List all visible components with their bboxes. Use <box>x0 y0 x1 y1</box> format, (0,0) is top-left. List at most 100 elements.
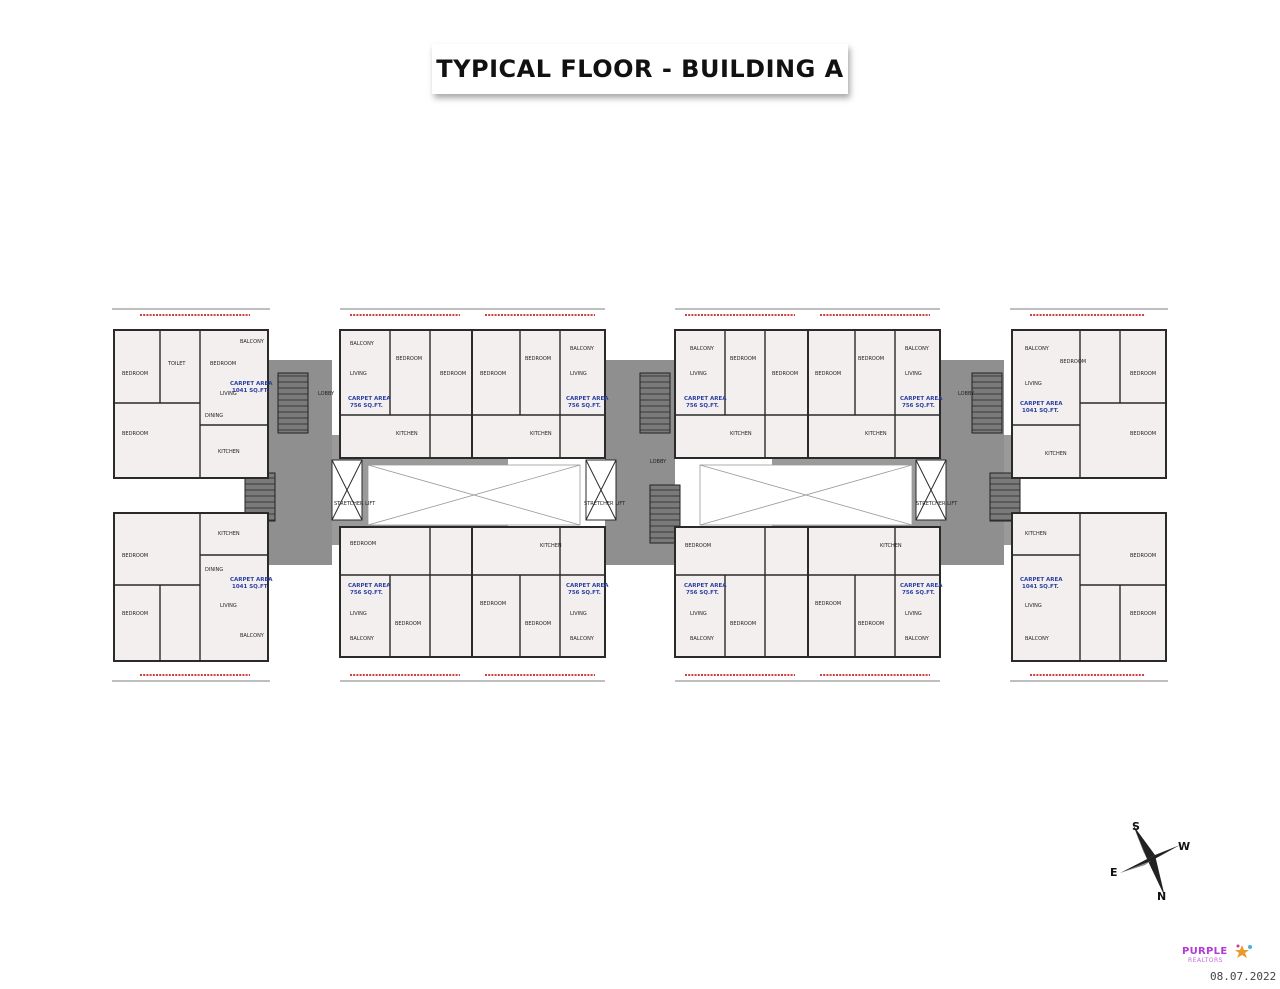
carpet-area-value: 1041 SQ.FT. <box>232 388 269 394</box>
compass-rose-icon <box>1120 825 1180 897</box>
label-kitchen: KITCHEN <box>1045 451 1067 457</box>
label-kitchen: KITCHEN <box>218 531 240 537</box>
carpet-area-value: 1041 SQ.FT. <box>1022 408 1059 414</box>
carpet-area-value: 756 SQ.FT. <box>568 590 601 596</box>
label-balcony: BALCONY <box>690 636 715 642</box>
label-bedroom: BEDROOM <box>815 371 841 377</box>
date-stamp: 08.07.2022 <box>1210 970 1277 983</box>
carpet-area-value: 756 SQ.FT. <box>902 590 935 596</box>
label-bedroom: BEDROOM <box>730 356 756 362</box>
label-bedroom: BEDROOM <box>858 356 884 362</box>
label-balcony: BALCONY <box>570 636 595 642</box>
label-balcony: BALCONY <box>570 346 595 352</box>
label-bedroom: BEDROOM <box>210 361 236 367</box>
carpet-area-value: 756 SQ.FT. <box>350 403 383 409</box>
label-kitchen: KITCHEN <box>730 431 752 437</box>
carpet-area-label: CARPET AREA <box>684 396 727 402</box>
carpet-area-label: CARPET AREA <box>900 396 943 402</box>
label-lobby: LOBBY <box>650 459 667 465</box>
label-balcony: BALCONY <box>690 346 715 352</box>
carpet-area-value: 756 SQ.FT. <box>686 590 719 596</box>
label-balcony: BALCONY <box>350 341 375 347</box>
carpet-area-label: CARPET AREA <box>348 583 391 589</box>
carpet-area-value: 756 SQ.FT. <box>350 590 383 596</box>
open-court <box>367 464 913 526</box>
carpet-area-label: CARPET AREA <box>900 583 943 589</box>
carpet-area-label: CARPET AREA <box>230 577 273 583</box>
carpet-area-label: CARPET AREA <box>684 583 727 589</box>
lift-shafts <box>331 459 947 521</box>
label-bedroom: BEDROOM <box>1130 371 1156 377</box>
label-bedroom: BEDROOM <box>440 371 466 377</box>
dimension-lines <box>112 308 1168 682</box>
label-dining: DINING <box>205 413 223 419</box>
label-kitchen: KITCHEN <box>880 543 902 549</box>
label-stretcher-lift: STRETCHER LIFT <box>584 501 626 507</box>
label-kitchen: KITCHEN <box>530 431 552 437</box>
label-dining: DINING <box>205 567 223 573</box>
label-balcony: BALCONY <box>905 346 930 352</box>
label-bedroom: BEDROOM <box>772 371 798 377</box>
compass-south-label: S <box>1132 820 1140 833</box>
carpet-area-value: 756 SQ.FT. <box>568 403 601 409</box>
label-bedroom: BEDROOM <box>122 371 148 377</box>
label-balcony: BALCONY <box>240 633 265 639</box>
label-lobby: LOBBY <box>318 391 335 397</box>
label-living: LIVING <box>1025 381 1042 387</box>
label-bedroom: BEDROOM <box>685 543 711 549</box>
compass-east-label: E <box>1110 866 1118 879</box>
carpet-area-label: CARPET AREA <box>348 396 391 402</box>
carpet-area-label: CARPET AREA <box>1020 577 1063 583</box>
label-kitchen: KITCHEN <box>1025 531 1047 537</box>
label-living: LIVING <box>570 371 587 377</box>
label-living: LIVING <box>905 371 922 377</box>
room-partitions <box>114 330 1166 661</box>
label-bedroom: BEDROOM <box>815 601 841 607</box>
label-balcony: BALCONY <box>1025 636 1050 642</box>
label-kitchen: KITCHEN <box>865 431 887 437</box>
brand-subtitle: REALTORS <box>1188 957 1223 964</box>
label-bedroom: BEDROOM <box>480 601 506 607</box>
dimension-text <box>140 314 1145 676</box>
label-bedroom: BEDROOM <box>122 611 148 617</box>
staircases <box>244 372 1021 544</box>
label-bedroom: BEDROOM <box>122 431 148 437</box>
label-bedroom: BEDROOM <box>350 541 376 547</box>
label-bedroom: BEDROOM <box>395 621 421 627</box>
compass-north-label: N <box>1157 890 1167 903</box>
label-lobby: LOBBY <box>958 391 975 397</box>
label-toilet: TOILET <box>167 361 186 367</box>
label-stretcher-lift: STRETCHER LIFT <box>916 501 958 507</box>
label-kitchen: KITCHEN <box>396 431 418 437</box>
carpet-area-value: 756 SQ.FT. <box>686 403 719 409</box>
label-bedroom: BEDROOM <box>525 621 551 627</box>
label-bedroom: BEDROOM <box>730 621 756 627</box>
label-bedroom: BEDROOM <box>122 553 148 559</box>
label-balcony: BALCONY <box>1025 346 1050 352</box>
floor-plan: BEDROOM BEDROOM LIVING DINING KITCHEN BE… <box>112 308 1168 682</box>
label-bedroom: BEDROOM <box>1130 611 1156 617</box>
label-living: LIVING <box>690 371 707 377</box>
label-bedroom: BEDROOM <box>1130 431 1156 437</box>
label-balcony: BALCONY <box>350 636 375 642</box>
carpet-area-value: 1041 SQ.FT. <box>232 584 269 590</box>
label-bedroom: BEDROOM <box>396 356 422 362</box>
label-living: LIVING <box>220 603 237 609</box>
label-bedroom: BEDROOM <box>525 356 551 362</box>
carpet-area-label: CARPET AREA <box>1020 401 1063 407</box>
label-living: LIVING <box>350 371 367 377</box>
label-bedroom: BEDROOM <box>1060 359 1086 365</box>
carpet-area-label: CARPET AREA <box>566 396 609 402</box>
brand-name: PURPLE <box>1182 946 1228 957</box>
label-living: LIVING <box>350 611 367 617</box>
label-bedroom: BEDROOM <box>480 371 506 377</box>
label-living: LIVING <box>1025 603 1042 609</box>
label-bedroom: BEDROOM <box>858 621 884 627</box>
carpet-area-label: CARPET AREA <box>566 583 609 589</box>
label-balcony: BALCONY <box>240 339 265 345</box>
carpet-area-value: 1041 SQ.FT. <box>1022 584 1059 590</box>
label-kitchen: KITCHEN <box>218 449 240 455</box>
brand-logo-icon <box>1235 944 1252 958</box>
plan-title: TYPICAL FLOOR - BUILDING A <box>432 44 848 94</box>
compass-west-label: W <box>1178 840 1191 853</box>
